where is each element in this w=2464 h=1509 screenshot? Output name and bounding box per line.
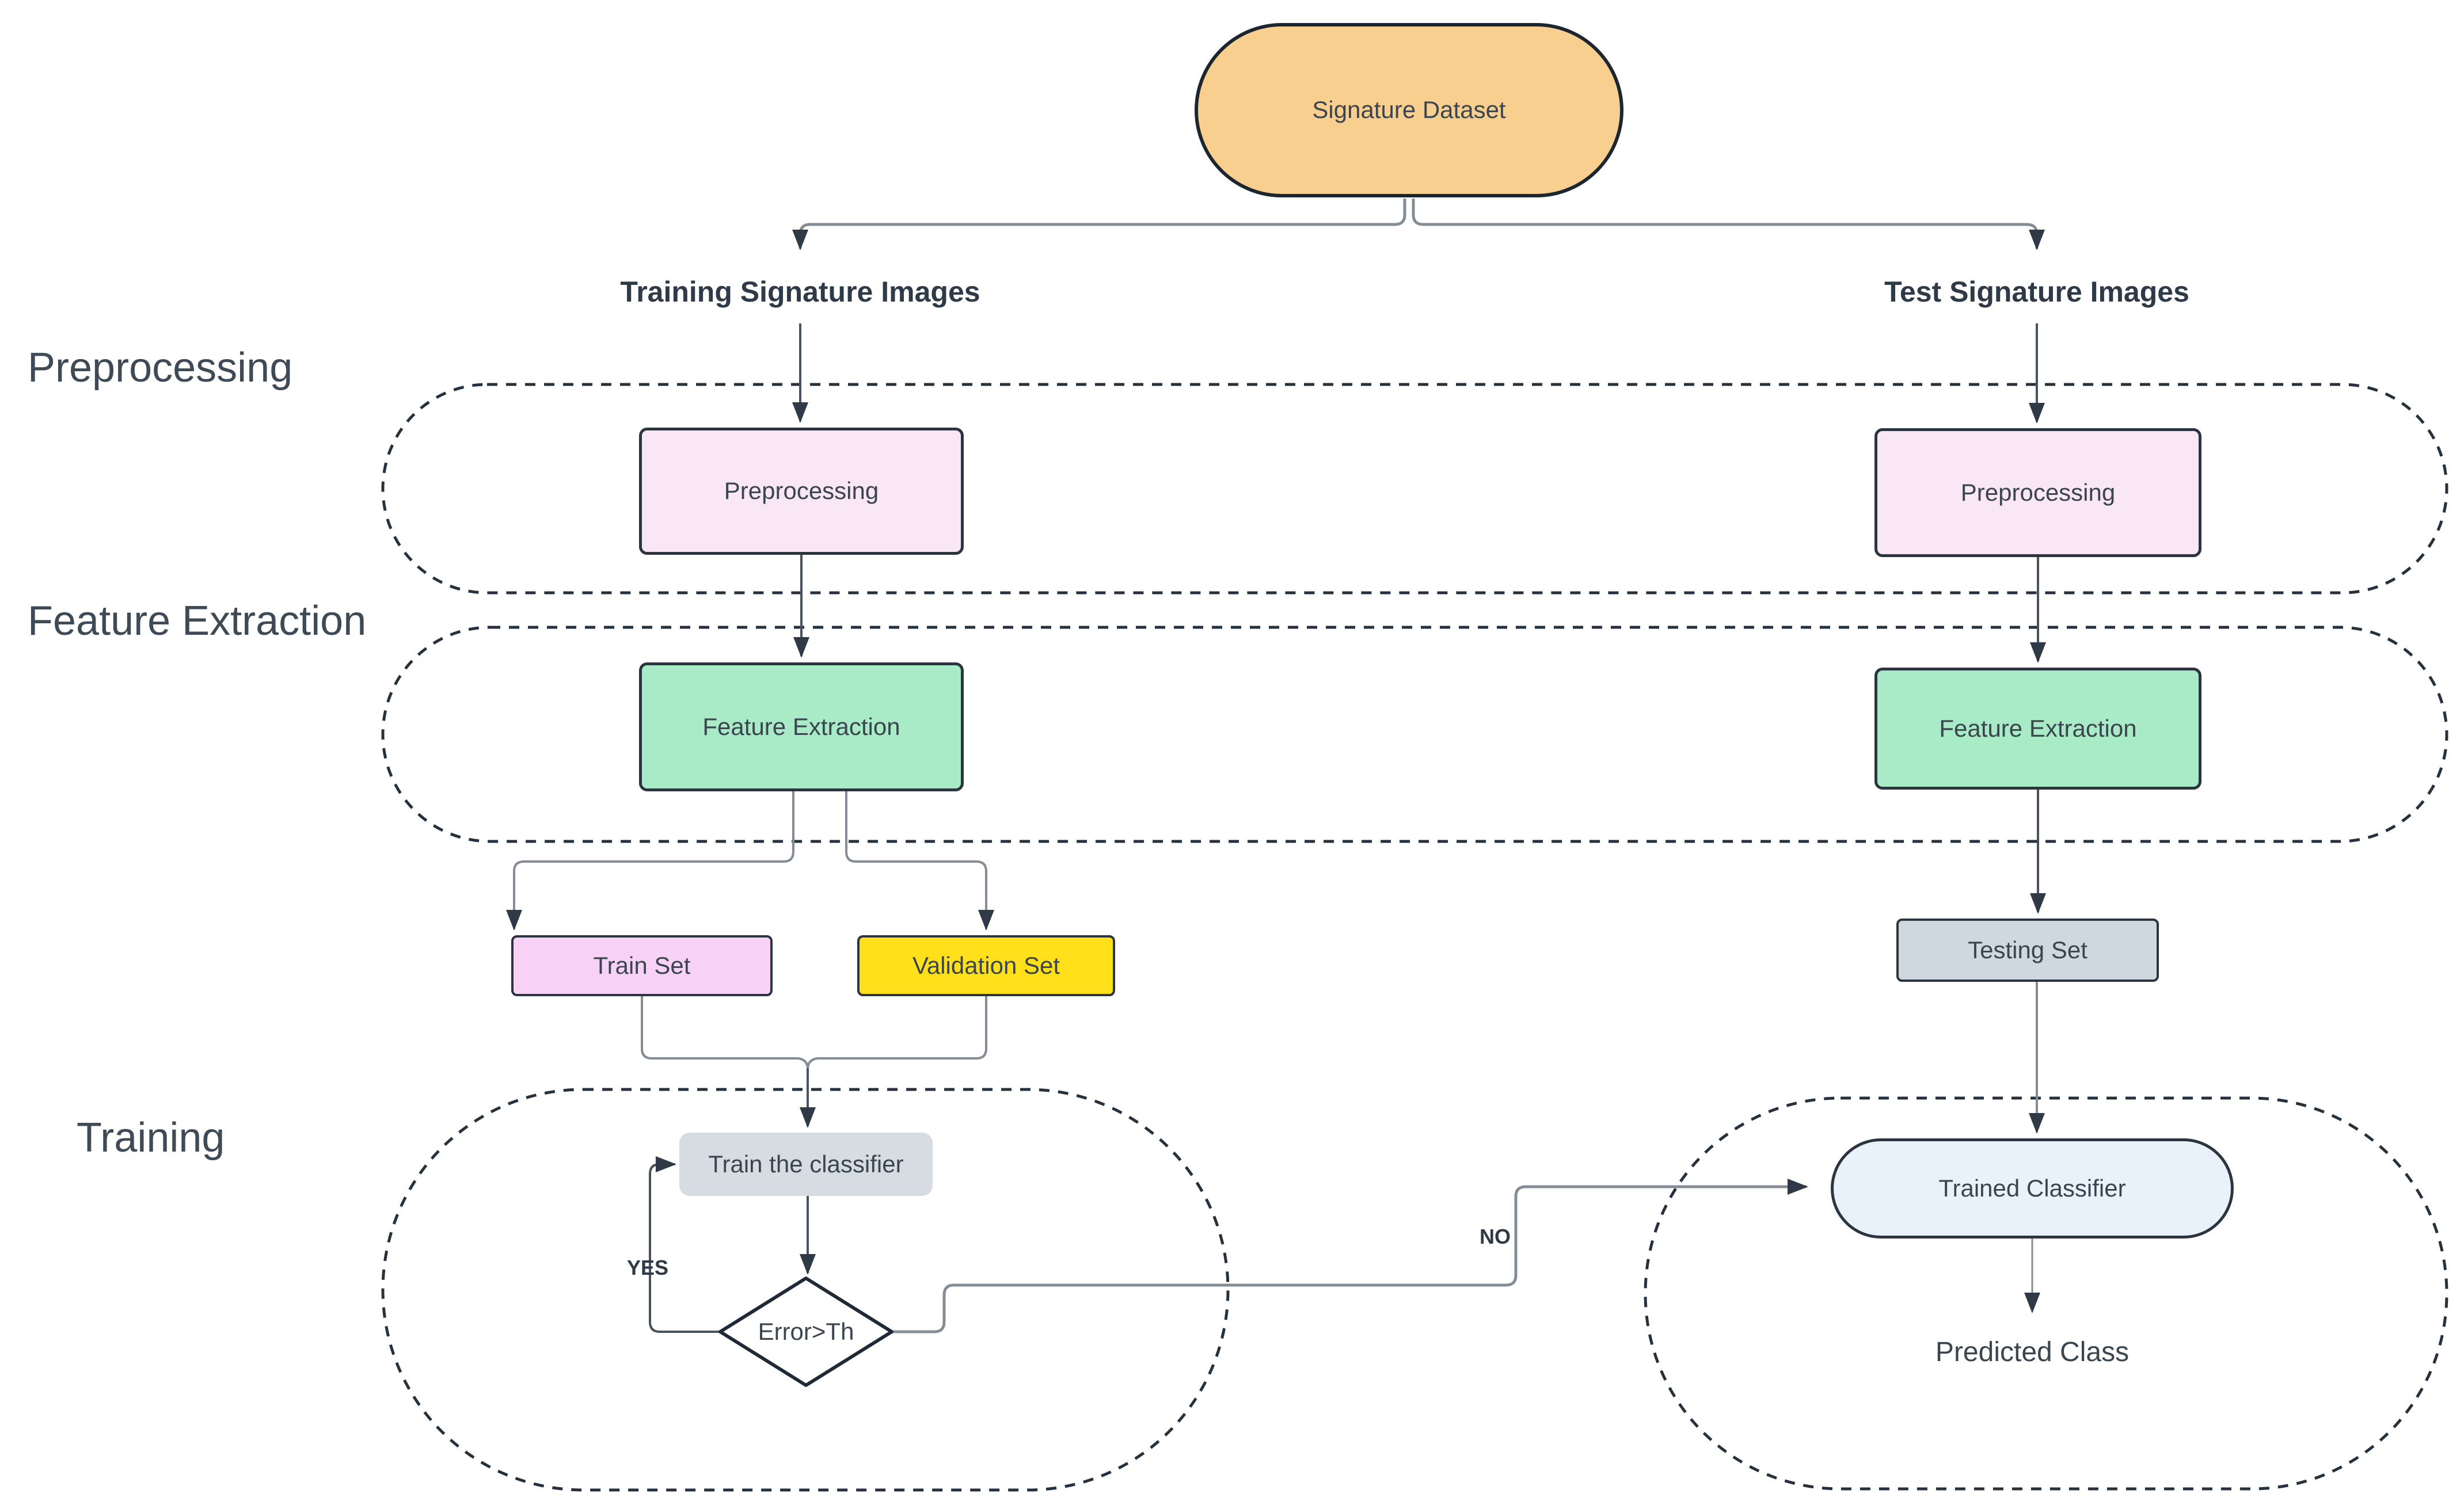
node-testing-set: Testing Set	[1896, 919, 2159, 982]
edge-decision-no-to-trained	[892, 1179, 1808, 1333]
column-title-training-images: Training Signature Images	[620, 276, 980, 308]
edge-label-yes: YES	[626, 1256, 669, 1279]
preprocessing-phase-container	[381, 383, 2448, 595]
edge-label-no: NO	[1480, 1225, 1511, 1248]
training-phase-container-left	[381, 1088, 1230, 1492]
node-train-classifier: Train the classifier	[679, 1133, 933, 1196]
section-label-preprocessing: Preprocessing	[28, 345, 293, 391]
node-preprocessing-right: Preprocessing	[1874, 428, 2201, 557]
node-trained-classifier: Trained Classifier	[1831, 1138, 2234, 1239]
section-label-training: Training	[77, 1115, 225, 1161]
node-feature-extraction-left: Feature Extraction	[639, 662, 964, 791]
node-decision-label: Error>Th	[758, 1317, 854, 1345]
node-signature-dataset: Signature Dataset	[1195, 23, 1623, 197]
edge-decision-yes-loop	[649, 1156, 720, 1333]
edge-dataset-to-training-images	[792, 199, 1406, 250]
edge-feature-to-trainset	[506, 791, 794, 931]
node-preprocessing-left: Preprocessing	[639, 428, 964, 555]
edge-validationset-to-merge	[807, 996, 987, 1070]
node-feature-extraction-right: Feature Extraction	[1874, 668, 2201, 790]
edge-trainset-to-merge	[641, 996, 809, 1070]
node-train-set: Train Set	[511, 935, 773, 996]
section-label-feature-extraction: Feature Extraction	[28, 598, 367, 644]
edge-feature-to-validationset	[845, 791, 994, 931]
feature-extraction-phase-container	[381, 626, 2448, 843]
decision-diamond-shape	[718, 1276, 893, 1387]
column-title-test-images: Test Signature Images	[1884, 276, 2189, 308]
node-validation-set: Validation Set	[857, 935, 1115, 996]
edge-dataset-to-test-images	[1412, 199, 2045, 250]
node-predicted-class: Predicted Class	[1935, 1337, 2130, 1367]
